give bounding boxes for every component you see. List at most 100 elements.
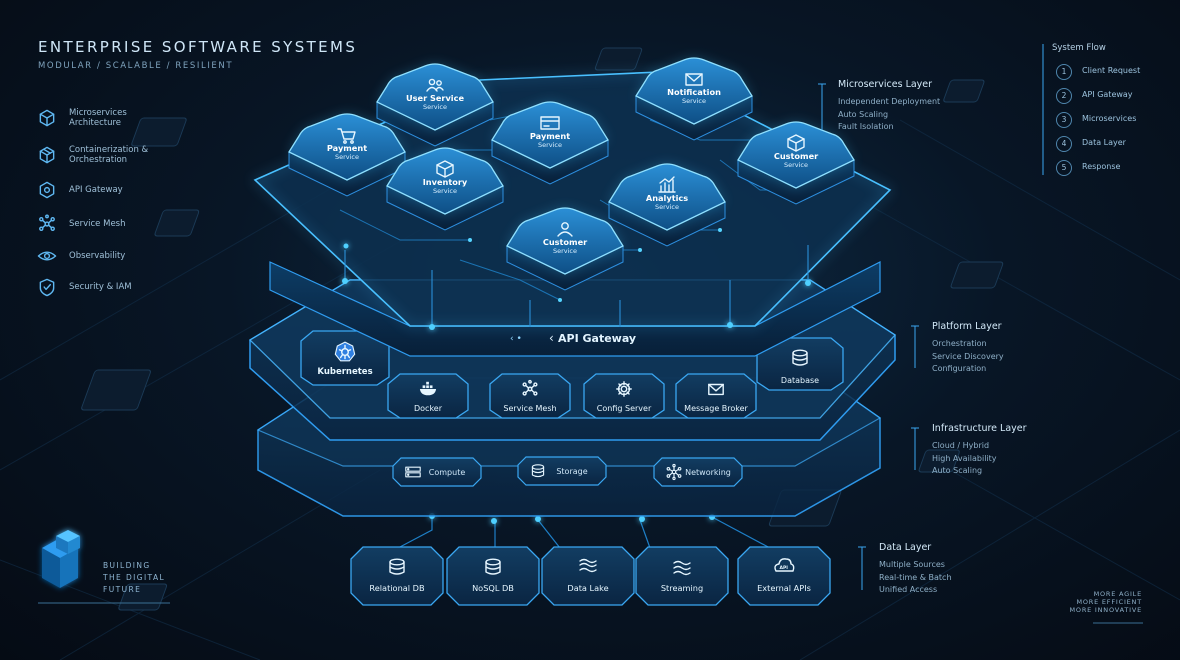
layer-brackets [818, 44, 1044, 590]
mesh-icon [39, 214, 55, 231]
layer-item: High Availability [932, 453, 997, 463]
service-name: Analytics [646, 193, 688, 203]
platform-module-label: Config Server [597, 404, 652, 413]
building-line-1: BUILDING [103, 561, 151, 570]
person-icon [557, 222, 573, 237]
layer-item: Real-time & Batch [879, 572, 952, 582]
flow-step-label: Response [1082, 162, 1121, 171]
data-source-label: External APIs [757, 583, 811, 593]
flow-step-number: 1 [1056, 64, 1072, 80]
gateway-dots [342, 243, 811, 330]
layer-title: Microservices Layer [838, 79, 933, 90]
service-name: Payment [327, 143, 367, 153]
kubernetes-node[interactable]: Kubernetes [300, 330, 390, 386]
footer-taglines: MORE AGILE MORE EFFICIENT MORE INNOVATIV… [1070, 590, 1142, 614]
layer-item: Orchestration [932, 339, 987, 348]
data-connector-dots [429, 513, 715, 524]
feature-label: Microservices Architecture [69, 108, 127, 128]
service-sub: Service [682, 97, 706, 105]
data-source-label: Data Lake [567, 583, 608, 593]
data-source-label: NoSQL DB [472, 583, 514, 593]
feature-label: API Gateway [69, 185, 123, 195]
gateway-marker: ‹ • [510, 334, 522, 344]
external-apis-node[interactable]: API External APIs [737, 546, 831, 606]
infrastructure-label: Storage [556, 467, 587, 476]
service-sub: Service [335, 153, 359, 161]
message-broker-node[interactable]: Message Broker [675, 373, 757, 419]
service-sub: Service [655, 203, 679, 211]
gateway-icon [39, 181, 55, 199]
building-line-2: THE DIGITAL [103, 573, 166, 582]
service-name: Payment [530, 131, 570, 141]
service-name: User Service [406, 93, 464, 103]
stream-icon [673, 560, 691, 576]
config-server-node[interactable]: Config Server [583, 373, 665, 419]
page-subtitle: MODULAR / SCALABLE / RESILIENT [38, 61, 234, 71]
docker-icon [419, 381, 437, 396]
tagline-efficient: MORE EFFICIENT [1076, 598, 1142, 606]
db-icon [531, 464, 545, 478]
box-icon [436, 160, 454, 178]
svg-text:API: API [780, 565, 789, 571]
layer-item: Unified Access [879, 585, 938, 594]
card-icon [540, 116, 560, 130]
flow-step-label: Microservices [1082, 114, 1137, 123]
docker-node[interactable]: Docker [387, 373, 469, 419]
data-lake-node[interactable]: Data Lake [541, 546, 635, 606]
cart-icon [337, 128, 356, 144]
layer-item: Independent Deployment [838, 97, 941, 106]
db-icon [485, 558, 501, 575]
feature-label: Security & IAM [69, 282, 132, 292]
flow-step-number: 3 [1056, 112, 1072, 128]
service-name: Notification [667, 87, 721, 97]
streaming-node[interactable]: Streaming [635, 546, 729, 606]
database-label: Database [781, 376, 819, 385]
flow-step-number: 4 [1056, 136, 1072, 152]
relational-db-node[interactable]: Relational DB [350, 546, 444, 606]
layer-item: Auto Scaling [838, 109, 889, 119]
gear-icon [616, 381, 632, 397]
shield-icon [39, 278, 55, 297]
infrastructure-label: Compute [429, 468, 466, 477]
layer-item: Service Discovery [932, 351, 1004, 361]
feature-icons [37, 109, 57, 297]
layer-title: Infrastructure Layer [932, 423, 1027, 434]
infrastructure-label: Networking [685, 468, 731, 477]
layer-item: Multiple Sources [879, 560, 945, 569]
server-icon [405, 466, 421, 478]
platform-module-label: Docker [414, 404, 443, 413]
nosql-db-node[interactable]: NoSQL DB [446, 546, 540, 606]
kubernetes-label: Kubernetes [317, 367, 372, 377]
service-mesh-node[interactable]: Service Mesh [489, 373, 571, 419]
flow-step-number: 5 [1056, 160, 1072, 176]
gateway-icon: ‹ [549, 331, 554, 345]
background-chips [81, 47, 1004, 611]
layer-item: Cloud / Hybrid [932, 441, 990, 450]
compute-node[interactable]: Compute [392, 457, 482, 487]
eye-icon [37, 251, 57, 261]
container-icon [39, 146, 55, 164]
service-sub: Service [538, 141, 562, 149]
cube-icon [39, 109, 55, 127]
infrastructure-items: Compute Storage Networking [392, 456, 743, 487]
service-sub: Service [553, 247, 577, 255]
storage-node[interactable]: Storage [517, 456, 607, 486]
networking-node[interactable]: Networking [653, 457, 743, 487]
platform-module-label: Service Mesh [503, 404, 556, 413]
layer-item: Auto Scaling [932, 466, 983, 475]
layer-item: Configuration [932, 364, 987, 373]
service-name: Customer [774, 151, 819, 161]
service-tiles: User ServiceServiceNotificationServicePa… [288, 57, 855, 291]
